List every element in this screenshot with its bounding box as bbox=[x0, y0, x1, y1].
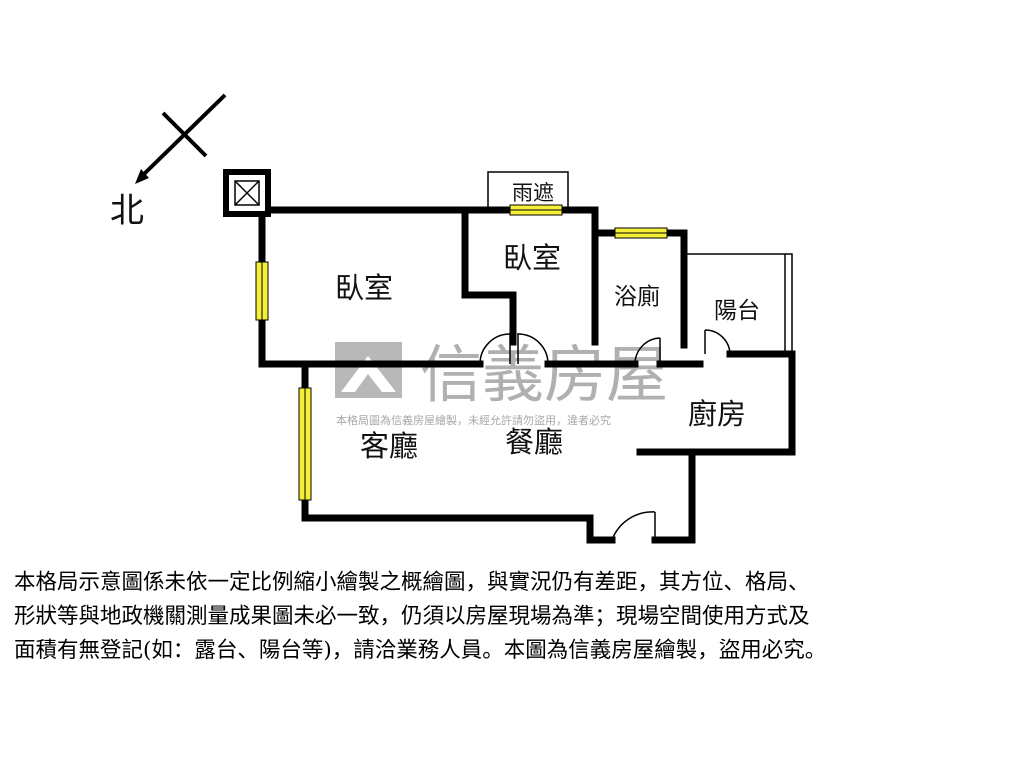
doors bbox=[479, 329, 731, 541]
watermark-logo bbox=[335, 342, 402, 398]
watermark-notice: 本格局圖為信義房屋繪製，未經允許請勿盜用，違者必究 bbox=[336, 413, 611, 427]
north-label: 北 bbox=[110, 191, 144, 231]
wall-kitchen-east bbox=[651, 350, 796, 544]
room-labels: 臥室 臥室 雨遮 浴廁 陽台 廚房 客廳 餐廳 bbox=[335, 181, 760, 463]
door-balcony bbox=[704, 329, 731, 355]
windows bbox=[255, 204, 668, 501]
room-label-balcony: 陽台 bbox=[714, 298, 760, 324]
room-label-bedroom-1: 臥室 bbox=[335, 271, 393, 305]
room-label-kitchen: 廚房 bbox=[688, 397, 746, 431]
room-label-canopy: 雨遮 bbox=[512, 181, 554, 205]
disclaimer-line-3: 面積有無登記(如：露台、陽台等)，請洽業務人員。本圖為信義房屋繪製，盜用必究。 bbox=[14, 638, 827, 663]
thin-outlines bbox=[487, 171, 793, 354]
compass: 北 bbox=[110, 93, 227, 231]
window-bedroom2-north bbox=[509, 204, 563, 216]
door-bathroom bbox=[634, 337, 661, 365]
window-bathroom-north bbox=[614, 227, 668, 239]
room-label-bedroom-2: 臥室 bbox=[503, 241, 561, 275]
compass-arrow-head bbox=[135, 169, 149, 184]
window-bedroom-west bbox=[255, 261, 269, 321]
floor-plan: 北 信義房屋 本格局圖為信義房屋繪製，未經允許請勿盜用，違者必究 bbox=[110, 93, 796, 544]
window-living-west bbox=[298, 387, 312, 501]
column bbox=[223, 169, 271, 217]
disclaimer: 本格局示意圖係未依一定比例縮小繪製之概繪圖，與實況仍有差距，其方位、格局、 形狀… bbox=[14, 566, 1014, 668]
wall-bedroom2-west bbox=[461, 206, 517, 346]
room-label-dining-room: 餐廳 bbox=[505, 425, 563, 459]
door-entrance bbox=[611, 511, 656, 541]
disclaimer-line-1: 本格局示意圖係未依一定比例縮小繪製之概繪圖，與實況仍有差距，其方位、格局、 bbox=[14, 570, 810, 595]
watermark: 信義房屋 本格局圖為信義房屋繪製，未經允許請勿盜用，違者必究 bbox=[335, 338, 668, 427]
room-label-bathroom: 浴廁 bbox=[614, 284, 660, 310]
compass-cross-bar bbox=[161, 111, 208, 158]
door-bedroom1 bbox=[479, 333, 511, 365]
door-bedroom2 bbox=[517, 333, 549, 365]
disclaimer-line-2: 形狀等與地政機關測量成果圖未必一致，仍須以房屋現場為準；現場空間使用方式及 bbox=[14, 604, 810, 629]
room-label-living-room: 客廳 bbox=[360, 429, 418, 463]
wall-left-bedroom bbox=[258, 206, 309, 368]
balcony-outline bbox=[686, 253, 793, 354]
